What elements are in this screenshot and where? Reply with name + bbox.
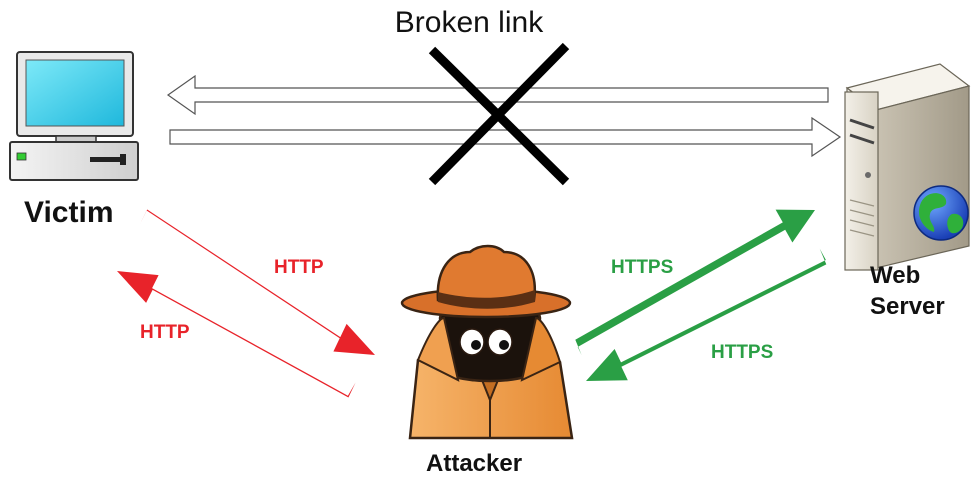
victim-to-server-arrow [169,116,842,158]
broken-link-cross-icon [428,42,570,186]
spy-in-trench-coat-icon [400,244,574,440]
server-tower-globe-icon [844,63,971,271]
victim-to-attacker-http-arrow [139,209,375,355]
broken-link-arrows [166,74,842,158]
https-arrows [575,209,827,381]
web-server-label: Web Server [870,260,945,322]
server-to-attacker-https-arrow [586,248,827,381]
http-arrows [117,209,375,398]
http-label-upper: HTTP [274,257,324,278]
web-server-label-line2: Server [870,293,945,320]
https-label-lower: HTTPS [711,342,774,363]
server-to-victim-arrow [166,74,829,116]
https-label-upper: HTTPS [611,257,674,278]
http-label-lower: HTTP [140,322,190,343]
victim-label: Victim [24,196,114,229]
attacker-label: Attacker [426,450,523,477]
broken-link-label: Broken link [394,6,544,39]
desktop-computer-icon [9,51,139,181]
attacker-to-server-https-arrow [575,209,815,356]
web-server-label-line1: Web [870,262,921,289]
attacker-to-victim-http-arrow [117,271,356,398]
